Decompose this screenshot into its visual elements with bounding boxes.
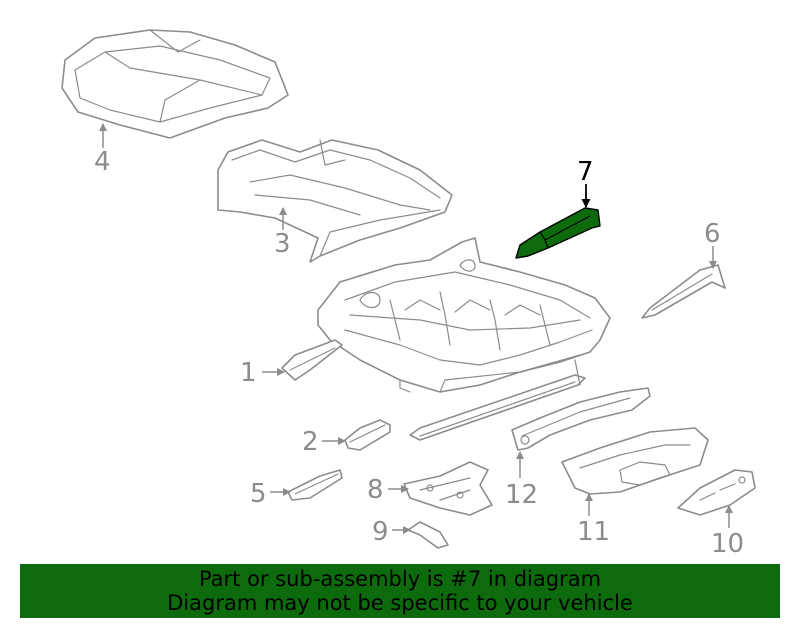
part-4-cushion-pad[interactable] bbox=[61, 29, 289, 139]
callout-2: 2 bbox=[302, 427, 319, 457]
part-6-trim-strip[interactable] bbox=[641, 264, 726, 319]
callout-12: 12 bbox=[505, 480, 538, 510]
callout-9: 9 bbox=[372, 517, 389, 547]
part-9-clip[interactable] bbox=[407, 521, 449, 549]
part-11-side-cover[interactable] bbox=[561, 427, 709, 495]
callout-1: 1 bbox=[240, 358, 257, 388]
callout-4: 4 bbox=[94, 147, 111, 177]
banner-line-1: Part or sub-assembly is #7 in diagram bbox=[198, 567, 602, 591]
part-2-bracket[interactable] bbox=[344, 419, 391, 451]
callout-11: 11 bbox=[577, 517, 610, 547]
part-7-highlighted-bracket[interactable] bbox=[515, 207, 601, 259]
leader-lines bbox=[99, 123, 733, 534]
part-10-control-switch[interactable] bbox=[677, 469, 756, 516]
callout-7: 7 bbox=[577, 157, 594, 187]
part-12-adjuster-link[interactable] bbox=[511, 387, 651, 451]
info-banner: Part or sub-assembly is #7 in diagram Di… bbox=[20, 564, 780, 618]
callout-5: 5 bbox=[250, 479, 267, 509]
part-8-lever-plate[interactable] bbox=[403, 461, 493, 516]
callout-3: 3 bbox=[274, 229, 291, 259]
callout-10: 10 bbox=[711, 529, 744, 559]
part-1-seat-track[interactable] bbox=[281, 339, 586, 441]
callout-6: 6 bbox=[704, 219, 721, 249]
banner-line-2: Diagram may not be specific to your vehi… bbox=[167, 591, 633, 615]
callout-8: 8 bbox=[367, 475, 384, 505]
part-5-slide[interactable] bbox=[287, 469, 343, 501]
seat-frame-assembly[interactable] bbox=[317, 237, 611, 393]
part-3-seat-shell[interactable] bbox=[217, 139, 453, 263]
